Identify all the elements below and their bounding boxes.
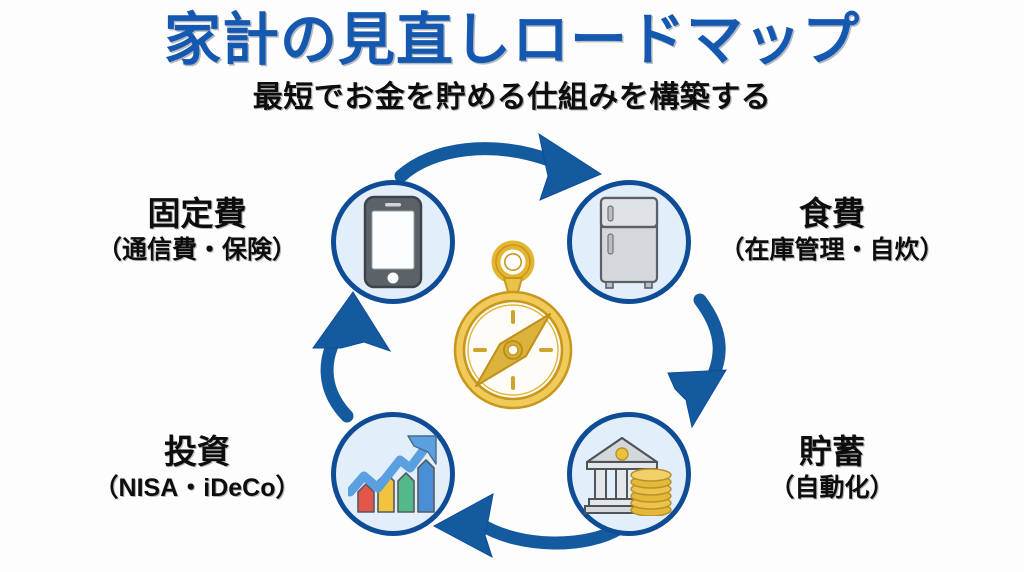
node-savings[interactable] [567, 412, 691, 536]
label-fixed-cost: 固定費 （通信費・保険） [66, 195, 328, 265]
label-fixed-cost-subtitle: （通信費・保険） [96, 235, 297, 264]
label-savings-subtitle: （自動化） [769, 473, 895, 502]
label-fixed-cost-title: 固定費 [147, 195, 247, 232]
header: 家計の見直しロードマップ 最短でお金を貯める仕組みを構築する [0, 12, 1024, 113]
bank-coins-icon [584, 436, 672, 516]
label-savings: 貯蓄 （自動化） [698, 433, 966, 503]
growth-chart-icon [348, 435, 437, 513]
node-investment[interactable] [331, 412, 455, 536]
label-investment-title: 投資 [164, 433, 230, 470]
label-investment: 投資 （NISA・iDeCo） [66, 433, 328, 503]
label-investment-subtitle: （NISA・iDeCo） [93, 473, 301, 502]
arrow-right [667, 293, 727, 429]
node-fixed-cost[interactable] [331, 180, 455, 304]
arrow-left [312, 291, 392, 423]
page-title: 家計の見直しロードマップ [164, 8, 860, 72]
node-food-cost[interactable] [567, 180, 691, 304]
page-subtitle: 最短でお金を貯める仕組みを構築する [252, 81, 772, 114]
refrigerator-icon [599, 196, 659, 289]
smartphone-icon [363, 195, 423, 289]
arrow-bottom [432, 493, 627, 559]
label-savings-title: 貯蓄 [799, 433, 865, 470]
label-food-cost-title: 食費 [799, 195, 865, 232]
label-food-cost: 食費 （在庫管理・自炊） [698, 195, 966, 265]
arrow-top [394, 132, 603, 201]
node-compass [438, 238, 588, 418]
label-food-cost-subtitle: （在庫管理・自炊） [719, 235, 945, 264]
compass-icon [453, 240, 573, 410]
